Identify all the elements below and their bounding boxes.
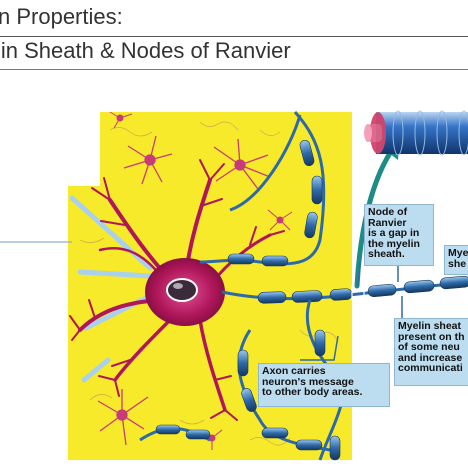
- small-neuron-right: [267, 209, 293, 231]
- myelin-segments-bottom: [155, 329, 341, 461]
- small-neuron-top-mid: [109, 111, 133, 129]
- label-axon-carries-text: Axon carries neuron's message to other b…: [262, 365, 363, 398]
- label-myelin-sheath-small-text: Myel she: [448, 247, 468, 270]
- slide-title-line-1: n Properties:: [0, 4, 123, 29]
- title-divider: [0, 36, 468, 37]
- label-myelin-sheath-description: Myelin sheat present on th of some neu a…: [394, 318, 468, 386]
- label-myelin-sheath-small: Myel she: [444, 245, 468, 275]
- nucleus: [166, 278, 198, 302]
- slide-title-line-2: lin Sheath & Nodes of Ranvier: [0, 38, 291, 63]
- label-node-of-ranvier-text: Node of Ranvier is a gap in the myelin s…: [368, 206, 420, 260]
- axon-top-a: [229, 114, 302, 212]
- magnified-axon: [364, 110, 468, 156]
- title-underline: [0, 69, 468, 70]
- white-notch: [68, 112, 100, 186]
- small-neuron-top-left: [123, 135, 173, 185]
- label-myelin-sheath-description-text: Myelin sheat present on th of some neu a…: [398, 320, 465, 374]
- myelin-segments-main: [257, 275, 468, 304]
- label-node-of-ranvier: Node of Ranvier is a gap in the myelin s…: [364, 204, 434, 266]
- leader-lines: [300, 260, 403, 361]
- background-fibers: [79, 121, 339, 446]
- small-neuron-top-right: [213, 138, 271, 190]
- myelin-segments-top: [227, 139, 323, 267]
- label-axon-carries: Axon carries neuron's message to other b…: [258, 363, 390, 407]
- small-neuron-bottom-left: [97, 389, 149, 446]
